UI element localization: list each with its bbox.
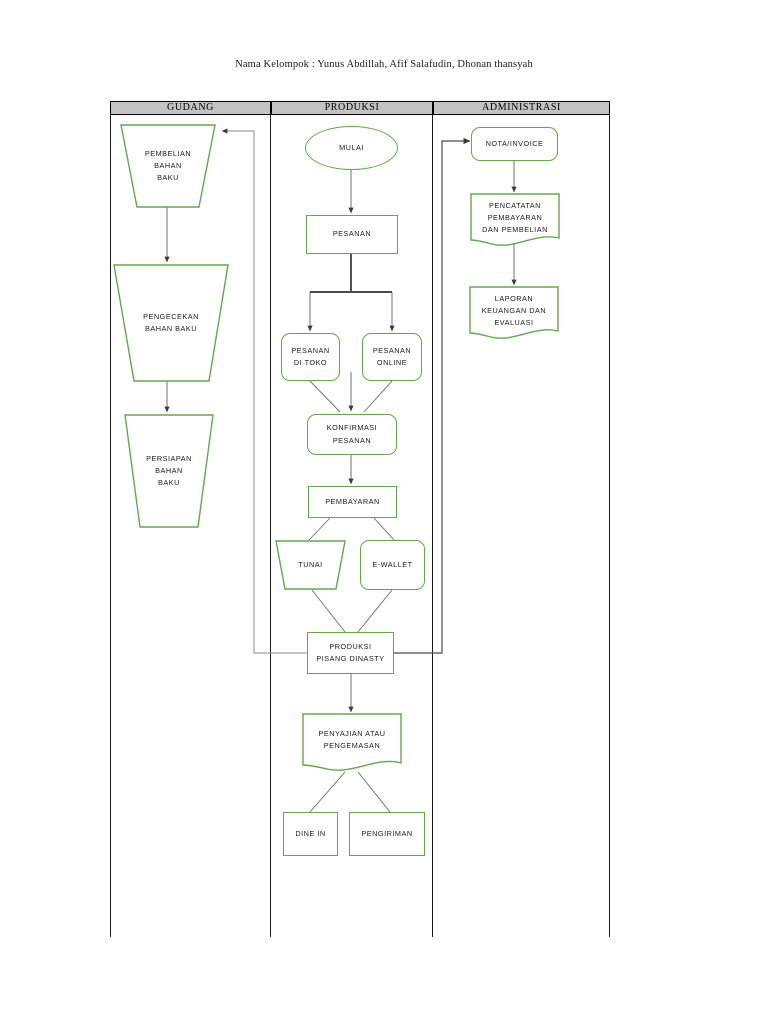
- lane-header-gudang: GUDANG: [110, 101, 271, 115]
- page-title: Nama Kelompok : Yunus Abdillah, Afif Sal…: [235, 59, 533, 70]
- edge-online-konfirmasi: [363, 380, 393, 413]
- label-pengecekan-bahan-baku: PENGECEKAN BAHAN BAKU: [143, 311, 199, 333]
- node-pesanan-online[interactable]: PESANAN ONLINE: [362, 333, 422, 381]
- node-pengiriman[interactable]: PENGIRIMAN: [349, 812, 425, 856]
- node-pesanan[interactable]: PESANAN: [306, 215, 398, 254]
- edge-pembayaran-tunai: [308, 517, 331, 541]
- lane-divider-right: [609, 115, 610, 937]
- lane-divider-gudang-produksi: [270, 115, 271, 937]
- node-pesanan-di-toko[interactable]: PESANAN DI TOKO: [281, 333, 340, 381]
- lane-divider-produksi-administrasi: [432, 115, 433, 937]
- label-persiapan-bahan-baku: PERSIAPAN BAHAN BAKU: [146, 453, 192, 488]
- shape-penyajian-atau-pengemasan[interactable]: [302, 713, 402, 773]
- shape-tunai[interactable]: [275, 540, 346, 590]
- edge-pembayaran-ewallet: [373, 517, 395, 541]
- shape-persiapan-bahan-baku[interactable]: [124, 414, 214, 528]
- edge-penyajian-dinein: [309, 771, 346, 813]
- node-e-wallet[interactable]: E-WALLET: [360, 540, 425, 590]
- node-nota-invoice[interactable]: NOTA/INVOICE: [471, 127, 558, 161]
- label-pencatatan-pembayaran: PENCATATAN PEMBAYARAN DAN PEMBELIAN: [482, 200, 548, 235]
- label-pembelian-bahan-baku: PEMBELIAN BAHAN BAKU: [144, 148, 192, 183]
- shape-laporan-keuangan[interactable]: [469, 286, 559, 342]
- lane-header-administrasi: ADMINISTRASI: [433, 101, 610, 115]
- shape-pengecekan-bahan-baku[interactable]: [113, 264, 229, 382]
- label-tunai: TUNAI: [298, 559, 323, 569]
- label-penyajian-atau-pengemasan: PENYAJIAN ATAU PENGEMASAN: [318, 728, 386, 750]
- lane-header-produksi: PRODUKSI: [271, 101, 433, 115]
- edge-pesanan-split: [310, 254, 392, 293]
- edge-ewallet-produksi: [357, 589, 393, 633]
- node-dine-in[interactable]: DINE IN: [283, 812, 338, 856]
- edge-tunai-produksi: [311, 589, 346, 633]
- shape-pencatatan-pembayaran[interactable]: [470, 193, 560, 249]
- node-konfirmasi-pesanan[interactable]: KONFIRMASI PESANAN: [307, 414, 397, 455]
- edge-ditoko-konfirmasi: [309, 380, 341, 413]
- node-mulai[interactable]: MULAI: [305, 126, 398, 170]
- lane-divider-left: [110, 115, 111, 937]
- label-laporan-keuangan: LAPORAN KEUANGAN DAN EVALUASI: [481, 293, 547, 328]
- node-pembayaran[interactable]: PEMBAYARAN: [308, 486, 397, 518]
- shape-pembelian-bahan-baku[interactable]: [120, 124, 216, 208]
- node-produksi-pisang-dinasty[interactable]: PRODUKSI PISANG DINASTY: [307, 632, 394, 674]
- edge-penyajian-pengiriman: [357, 771, 391, 813]
